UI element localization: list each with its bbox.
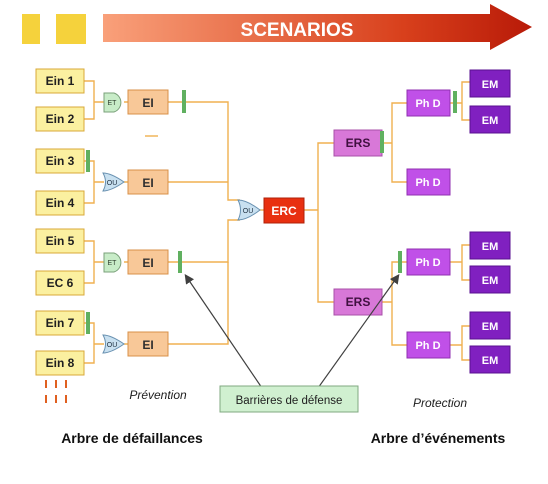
barrier	[398, 251, 402, 273]
em-box	[469, 265, 511, 294]
phd-box	[406, 89, 451, 117]
gate-or-2-label: OU	[107, 342, 118, 349]
input-event-label: EC 6	[47, 276, 74, 290]
decor-square-1	[22, 14, 40, 44]
connector-lines	[84, 80, 470, 364]
gate-and-1-label: ET	[108, 100, 118, 107]
erc-box	[263, 197, 305, 224]
input-event-box	[35, 310, 85, 336]
gate-and-2: ET	[103, 252, 122, 273]
ei-box	[127, 331, 169, 357]
ei-box	[127, 89, 169, 115]
phd-label: Ph D	[415, 257, 440, 269]
ers-2-label: ERS	[346, 295, 371, 309]
phd-label: Ph D	[415, 98, 440, 110]
ei-label: EI	[142, 176, 153, 190]
ei-box	[127, 249, 169, 275]
major-effects: EM EM EM EM EM EM	[469, 69, 511, 374]
barrier	[380, 131, 384, 153]
decor-square-2	[56, 14, 86, 44]
barrier-pointers	[184, 274, 400, 389]
gate-and-1: ET	[103, 92, 122, 113]
phd-box	[406, 168, 451, 196]
banner-title: SCENARIOS	[241, 20, 354, 41]
input-event-label: Ein 4	[46, 196, 75, 210]
phd-label: Ph D	[415, 177, 440, 189]
gate-or-central: OU	[237, 199, 261, 221]
barrier	[86, 312, 90, 334]
input-event-box	[35, 68, 85, 94]
gate-or-2: OU	[102, 334, 125, 354]
input-event-label: Ein 3	[46, 154, 75, 168]
em-box	[469, 69, 511, 98]
em-label: EM	[482, 321, 499, 333]
input-event-box	[35, 270, 85, 296]
ei-label: EI	[142, 256, 153, 270]
barrier	[178, 251, 182, 273]
ei-box	[127, 169, 169, 195]
erc-label: ERC	[271, 204, 297, 218]
em-box	[469, 231, 511, 260]
input-event-label: Ein 7	[46, 316, 75, 330]
prevention-label: Prévention	[129, 388, 187, 402]
scenarios-banner-arrow	[103, 4, 532, 50]
gate-or-1: OU	[102, 172, 125, 192]
input-event-label: Ein 2	[46, 112, 75, 126]
defense-barriers	[86, 90, 457, 334]
ei-label: EI	[142, 338, 153, 352]
em-box	[469, 345, 511, 374]
continuation-dashes	[45, 380, 67, 403]
ei-label: EI	[142, 96, 153, 110]
input-events: Ein 1 Ein 2 Ein 3 Ein 4 Ein 5 EC 6 Ein 7 Ein 8	[35, 68, 85, 376]
em-label: EM	[482, 115, 499, 127]
input-event-label: Ein 1	[46, 74, 75, 88]
em-label: EM	[482, 79, 499, 91]
input-event-box	[35, 148, 85, 174]
intermediate-events: EI EI EI EI	[127, 89, 169, 357]
event-tree-label: Arbre d’événements	[371, 430, 506, 446]
phd-box	[406, 331, 451, 359]
barrier	[86, 150, 90, 172]
fault-tree-label: Arbre de défaillances	[61, 430, 203, 446]
em-box	[469, 105, 511, 134]
em-label: EM	[482, 241, 499, 253]
phd-box	[406, 248, 451, 276]
input-event-box	[35, 190, 85, 216]
barrier	[182, 90, 186, 113]
barriers-label: Barrières de défense	[236, 395, 343, 407]
barrier	[453, 91, 457, 113]
gate-and-2-label: ET	[108, 260, 118, 267]
input-event-box	[35, 350, 85, 376]
input-event-box	[35, 106, 85, 132]
gate-or-1-label: OU	[107, 180, 118, 187]
dangerous-phenomena: Ph D Ph D Ph D Ph D	[406, 89, 451, 359]
input-event-label: Ein 5	[46, 234, 75, 248]
em-box	[469, 311, 511, 340]
barriers-label-box	[219, 385, 359, 413]
input-event-label: Ein 8	[46, 356, 75, 370]
phd-label: Ph D	[415, 340, 440, 352]
em-label: EM	[482, 355, 499, 367]
gate-or-central-label: OU	[243, 208, 254, 215]
input-event-box	[35, 228, 85, 254]
ers-1-label: ERS	[346, 136, 371, 150]
em-label: EM	[482, 275, 499, 287]
protection-label: Protection	[413, 396, 467, 410]
ers-box-2	[333, 288, 383, 316]
